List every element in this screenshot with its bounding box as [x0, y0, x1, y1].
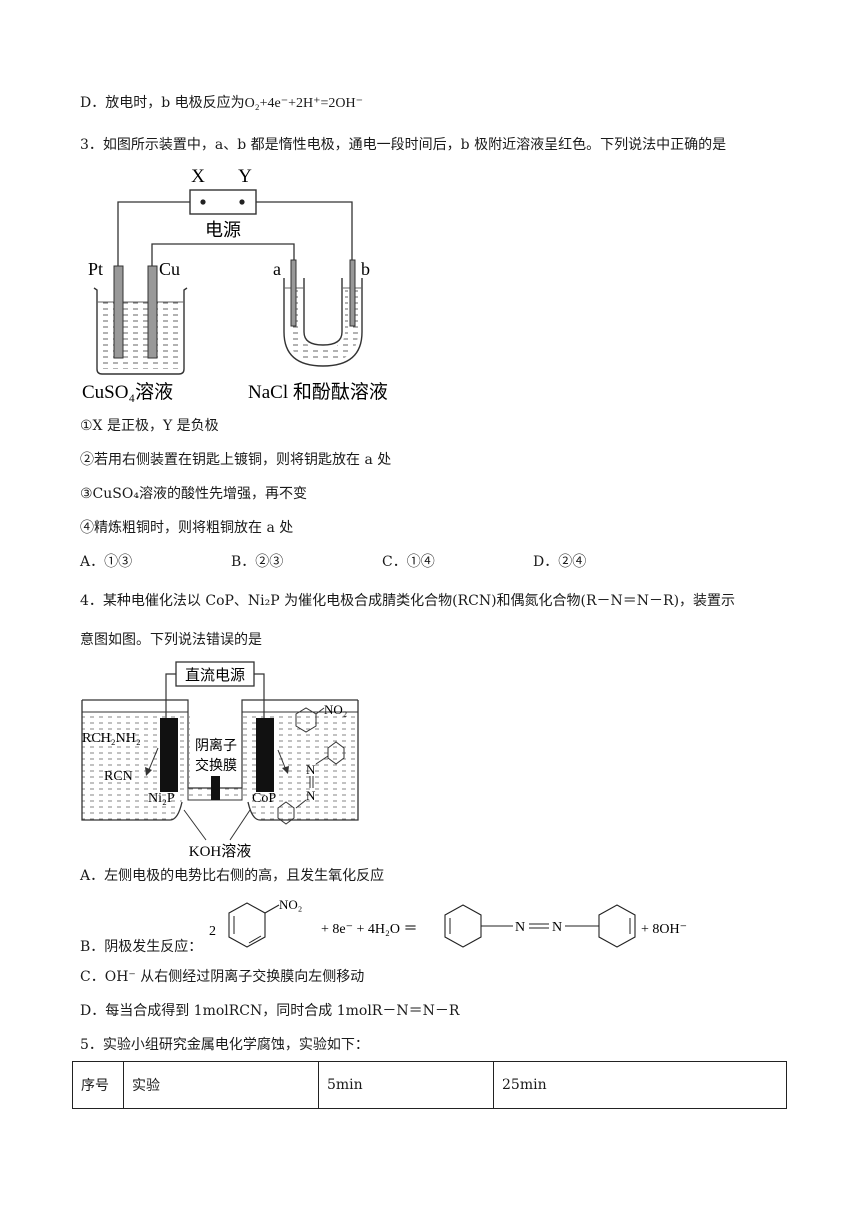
- experiment-table: 序号 实验 5min 25min: [72, 1061, 787, 1109]
- header-experiment: 实验: [123, 1061, 319, 1109]
- statement-3: ③CuSO₄溶液的酸性先增强，再不变: [80, 486, 307, 502]
- question-3-stem: 3．如图所示装置中，a、b 都是惰性电极，通电一段时间后，b 极附近溶液呈红色。…: [80, 137, 727, 153]
- nacl-solution-label: NaCl 和酚酞溶液: [248, 381, 388, 403]
- header-5min: 5min: [318, 1061, 494, 1109]
- statement-1: ①X 是正极，Y 是负极: [80, 418, 219, 434]
- eq-n1: N: [515, 920, 525, 935]
- koh-label: KOH溶液: [189, 843, 252, 860]
- azo-n-lower: N: [306, 788, 316, 803]
- cop-label: CoP: [252, 791, 276, 806]
- beaker-solution: [99, 302, 181, 369]
- question-5-stem: 5．实验小组研究金属电化学腐蚀，实验如下：: [80, 1037, 369, 1053]
- ni2p-label: Ni₂P: [148, 791, 175, 806]
- wire-x-pt: [117, 201, 190, 270]
- cuso4-solution-label: CuSO₄溶液: [82, 381, 173, 403]
- no2-label: NO₂: [324, 702, 347, 717]
- q3-option-a: A．①③: [80, 554, 133, 570]
- u-tube: [283, 278, 363, 367]
- pt-label: Pt: [88, 259, 103, 279]
- eq-product-hydroxide: + 8OH⁻: [641, 922, 687, 937]
- electrode-a-label: a: [273, 259, 281, 279]
- membrane-label-line2: 交换膜: [195, 757, 237, 774]
- terminal-y-label: Y: [238, 166, 252, 187]
- cop-electrode: [256, 718, 274, 792]
- eq-coefficient: 2: [209, 924, 216, 939]
- cell-container: [81, 700, 359, 821]
- q4-option-d: D．每当合成得到 1molRCN，同时合成 1molR－N＝N－R: [80, 1003, 460, 1019]
- nitrobenzene-ring: [295, 707, 317, 733]
- cathode-reaction-equation: 2 NO₂ + 8e⁻ + 4H₂O ＝ N N + 8OH⁻: [209, 897, 687, 948]
- q3-option-c: C．①④: [382, 554, 435, 570]
- eq-n2: N: [552, 920, 562, 935]
- q3-option-d: D．②④: [533, 554, 587, 570]
- u-tube-solution: [288, 288, 358, 362]
- eq-azo-ring-right: [598, 904, 636, 948]
- statement-2: ②若用右侧装置在钥匙上镀铜，则将钥匙放在 a 处: [80, 452, 392, 468]
- wire-cu-a: [151, 243, 295, 270]
- electrolysis-diagram: X Y 电源 Pt Cu a b CuSO₄溶液 NaCl 和酚酞溶液: [82, 166, 388, 403]
- cell-solution: [82, 712, 358, 820]
- rcn-label: RCN: [104, 769, 133, 784]
- power-label: 电源: [205, 220, 241, 240]
- electrode-b: [349, 259, 356, 327]
- azo-ring-upper: [327, 741, 345, 765]
- option-d-previous: D．放电时，b 电极反应为O₂+4e⁻+2H⁺=2OH⁻: [80, 93, 363, 114]
- anion-exchange-membrane: [211, 776, 220, 800]
- header-index: 序号: [72, 1061, 124, 1109]
- electrode-b-label: b: [361, 259, 370, 279]
- wire-left: [165, 673, 176, 718]
- statement-4: ④精炼粗铜时，则将粗铜放在 a 处: [80, 520, 294, 536]
- dc-power-label: 直流电源: [185, 667, 245, 684]
- eq-azo-ring-left: [444, 904, 482, 948]
- table-header-row: 序号 实验 5min 25min: [72, 1061, 787, 1109]
- terminal-y: [239, 199, 245, 205]
- electrocatalysis-diagram: 直流电源 RCH₂NH₂ RCN Ni₂P 阴离子 交换膜 CoP NO₂ N …: [81, 661, 359, 860]
- pt-electrode: [113, 265, 124, 359]
- power-supply-box: [189, 189, 257, 215]
- cu-label: Cu: [159, 259, 180, 279]
- terminal-x-label: X: [191, 166, 205, 187]
- question-4-stem-line1: 4．某种电催化法以 CoP、Ni₂P 为催化电极合成腈类化合物(RCN)和偶氮化…: [80, 593, 736, 609]
- membrane-label-line1: 阴离子: [195, 737, 237, 754]
- q4-option-c: C．OH⁻ 从右侧经过阴离子交换膜向左侧移动: [80, 969, 365, 985]
- question-4-stem-line2: 意图如图。下列说法错误的是: [80, 632, 262, 648]
- azo-n-upper: N: [306, 762, 316, 777]
- electrode-reaction: O₂+4e⁻+2H⁺=2OH⁻: [244, 96, 364, 111]
- q4-option-b: B．阴极发生反应：: [80, 939, 203, 955]
- ni2p-electrode: [160, 718, 178, 792]
- q4-option-a: A．左侧电极的电势比右侧的高，且发生氧化反应: [80, 868, 385, 884]
- q3-option-b: B．②③: [231, 554, 284, 570]
- header-25min: 25min: [493, 1061, 787, 1109]
- azo-ring-lower: [277, 801, 295, 825]
- cu-electrode: [147, 265, 158, 359]
- option-d-text: D．放电时，b 电极反应为: [80, 95, 245, 111]
- eq-middle-terms: + 8e⁻ + 4H₂O ＝: [321, 922, 418, 937]
- terminal-x: [200, 199, 206, 205]
- beaker: [93, 287, 188, 375]
- wire-right: [254, 673, 265, 718]
- wire-y-b: [256, 201, 353, 262]
- eq-nitrobenzene-ring: [228, 902, 266, 948]
- rch2nh2-label: RCH₂NH₂: [82, 731, 141, 746]
- eq-no2: NO₂: [279, 897, 302, 912]
- electrode-a: [290, 259, 297, 327]
